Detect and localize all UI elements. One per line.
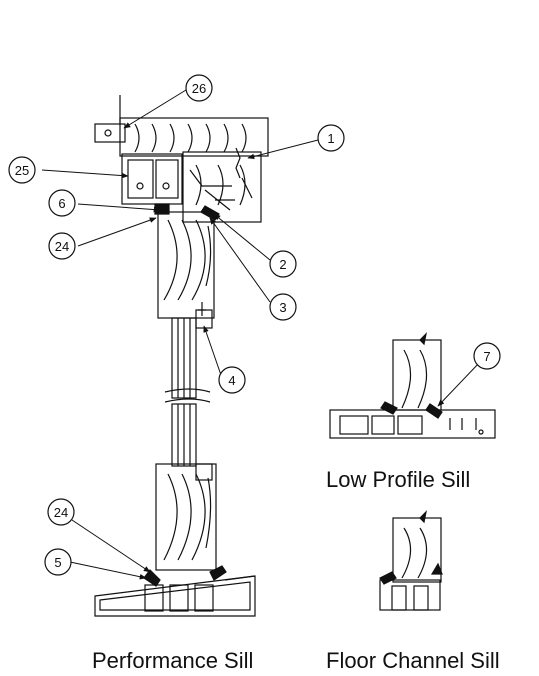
head-frame-section — [94, 95, 269, 223]
svg-text:24: 24 — [55, 239, 69, 254]
upper-sash-rail — [156, 205, 215, 319]
svg-text:4: 4 — [228, 373, 235, 388]
lower-sash-rail — [155, 463, 217, 571]
caption-low-profile-sill: Low Profile Sill — [326, 467, 471, 492]
caption-floor-channel-sill: Floor Channel Sill — [326, 648, 500, 673]
callout-1: 1 — [317, 124, 345, 152]
callout-5: 5 — [44, 548, 72, 576]
caption-performance-sill: Performance Sill — [92, 648, 254, 673]
callout-7: 7 — [473, 342, 501, 370]
callout-3: 3 — [269, 293, 297, 321]
callout-24-sill: 24 — [47, 498, 75, 526]
svg-text:24: 24 — [54, 505, 68, 520]
insulated-glass — [164, 302, 213, 467]
svg-text:1: 1 — [327, 131, 334, 146]
svg-text:26: 26 — [192, 81, 206, 96]
callout-25: 25 — [8, 156, 36, 184]
svg-text:25: 25 — [15, 163, 29, 178]
svg-text:2: 2 — [279, 257, 286, 272]
performance-sill — [94, 565, 256, 617]
callout-6: 6 — [48, 189, 76, 217]
svg-text:7: 7 — [483, 349, 490, 364]
svg-text:6: 6 — [58, 196, 65, 211]
callout-2: 2 — [269, 250, 297, 278]
low-profile-sill — [329, 332, 496, 439]
svg-text:5: 5 — [54, 555, 61, 570]
floor-channel-sill — [379, 510, 443, 611]
svg-text:3: 3 — [279, 300, 286, 315]
callout-leaders — [41, 89, 481, 580]
callout-24-head: 24 — [48, 232, 76, 260]
callout-4: 4 — [218, 366, 246, 394]
callout-26: 26 — [185, 74, 213, 102]
